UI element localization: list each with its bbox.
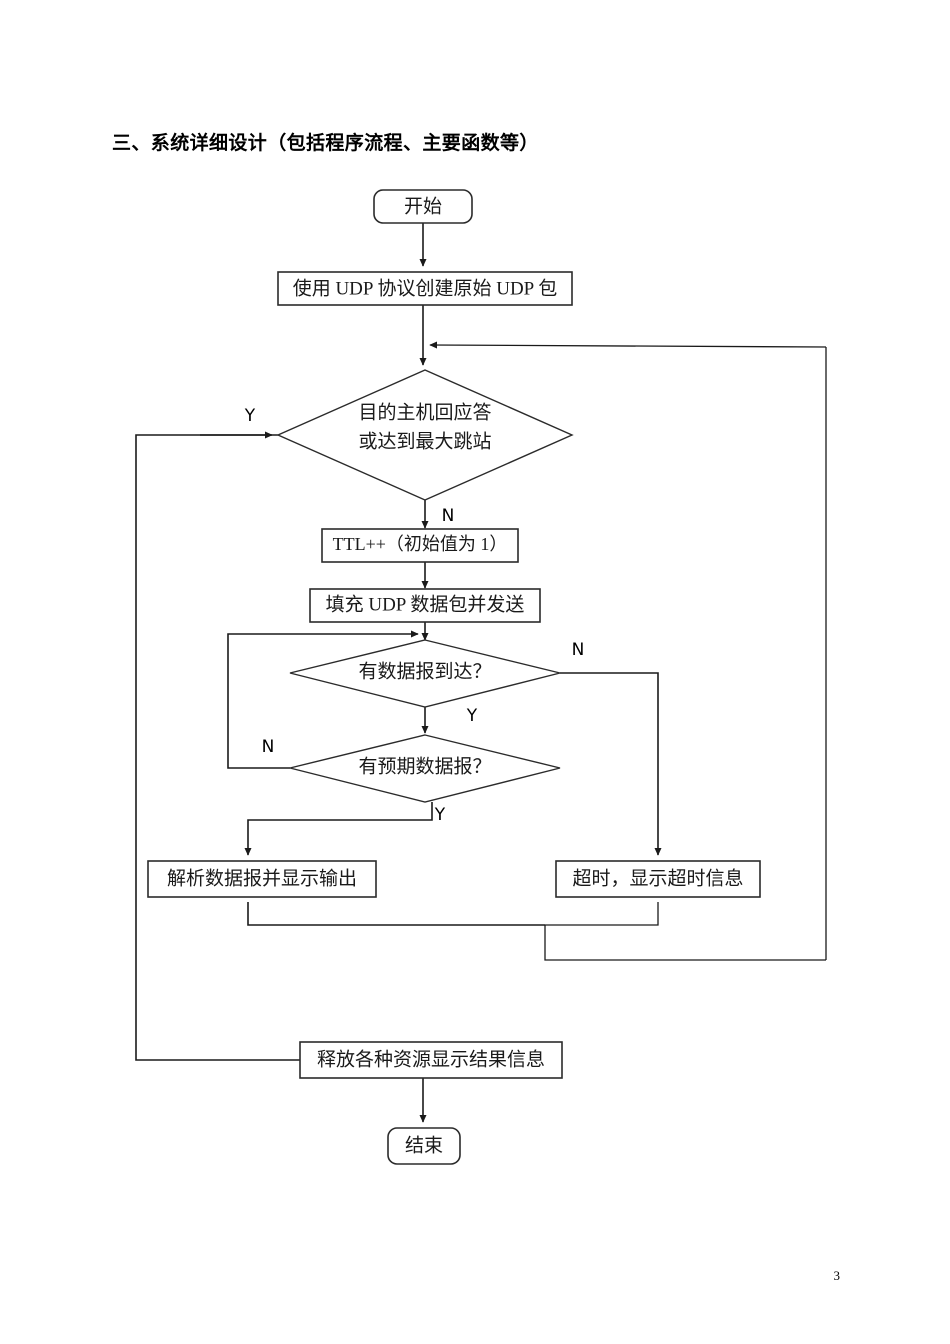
connector-loop-back-to-decision1 [429,341,827,349]
node-create-packet-label: 使用 UDP 协议创建原始 UDP 包 [293,277,558,299]
node-decision-reply-label-line1: 目的主机回应答 [358,401,491,423]
node-create-packet [277,271,573,306]
branch-label-expected-no: N [262,737,275,757]
node-release-label: 释放各种资源显示结果信息 [317,1048,545,1070]
node-decision-expected [289,734,561,803]
connector-expected-no-retry [227,630,419,769]
connector-merge-to-right-margin [544,925,826,961]
branch-label-arrived-no: N [572,640,585,660]
node-timeout [555,860,761,898]
branch-label-reply-no: N [442,506,455,526]
branch-label-reply-yes: Y [244,406,256,426]
node-ttl-increment [321,528,519,563]
node-decision-reply-label-line2: 或达到最大跳站 [358,430,491,452]
connector-timeout-to-merge [545,902,659,926]
node-end-label: 结束 [405,1134,443,1156]
connector-decision1-yes-to-release [135,434,300,1061]
node-fill-send [309,588,541,623]
node-decision-reply [276,369,574,501]
node-release [299,1041,563,1079]
page-number: 3 [833,1268,841,1283]
node-start [373,189,473,224]
node-decision-arrived-label: 有数据报到达？ [358,660,491,682]
branch-label-arrived-yes: Y [466,706,478,726]
connector-arrived-no-to-timeout [560,672,662,856]
node-decision-arrived [289,639,561,708]
node-ttl-increment-label: TTL++（初始值为 1） [333,534,508,554]
node-parse-output [147,860,377,898]
node-timeout-label: 超时，显示超时信息 [572,867,743,889]
node-end [387,1127,461,1165]
node-decision-expected-label: 有预期数据报？ [358,755,491,777]
connector-expected-yes-to-parse [244,802,433,856]
connector-parse-to-merge [247,902,545,926]
node-parse-output-label: 解析数据报并显示输出 [167,867,357,889]
branch-label-expected-yes: Y [434,805,446,825]
page-title: 三、系统详细设计（包括程序流程、主要函数等） [112,132,539,154]
node-start-label: 开始 [404,195,442,217]
node-fill-send-label: 填充 UDP 数据包并发送 [326,593,525,615]
